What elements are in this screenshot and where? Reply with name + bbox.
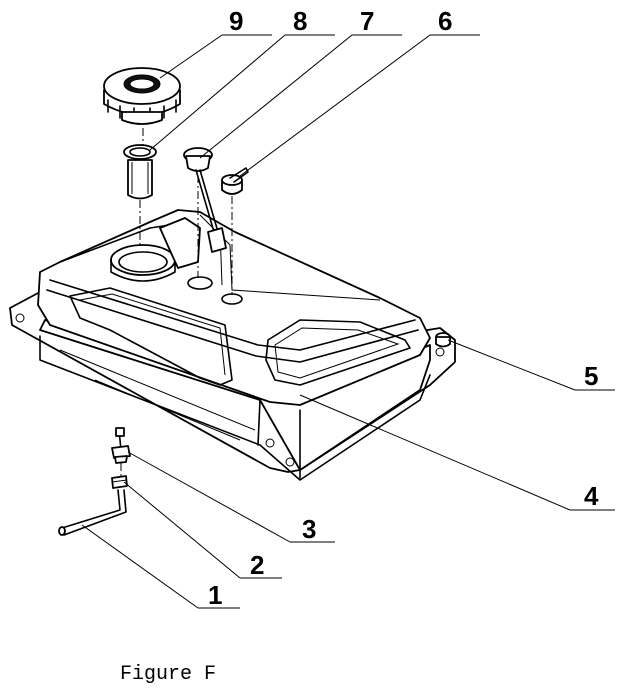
- callout-3: 3: [302, 514, 316, 544]
- fuel-hose: [58, 489, 127, 536]
- callout-6: 6: [438, 6, 452, 36]
- figure-caption: Figure F: [120, 663, 216, 686]
- callout-5: 5: [584, 361, 598, 391]
- callout-8: 8: [293, 6, 307, 36]
- fuel-tank: [9, 209, 456, 481]
- flange-hole: [435, 347, 445, 357]
- rubber-grommet: [435, 332, 451, 348]
- flange-hole: [285, 457, 295, 467]
- flange-hole: [265, 438, 275, 448]
- fuel-valve: [111, 427, 131, 464]
- tank-left-panel: [69, 287, 233, 386]
- callout-4: 4: [584, 481, 599, 511]
- leader-lines: [81, 34, 615, 609]
- fuel-gauge: [183, 147, 227, 253]
- callout-1: 1: [208, 580, 222, 610]
- fuel-cap: [103, 67, 181, 125]
- callout-9: 9: [229, 6, 243, 36]
- flange-hole: [15, 313, 25, 323]
- breather-fitting: [221, 167, 249, 195]
- callout-7: 7: [360, 6, 374, 36]
- tank-filler-neck: [110, 244, 176, 276]
- fuel-filter-screen: [123, 144, 157, 200]
- tank-right-panel: [265, 319, 411, 386]
- tank-upper-body: [37, 209, 431, 406]
- hose-clamp: [111, 475, 128, 489]
- callout-2: 2: [250, 550, 264, 580]
- tank-port-hole: [187, 276, 213, 290]
